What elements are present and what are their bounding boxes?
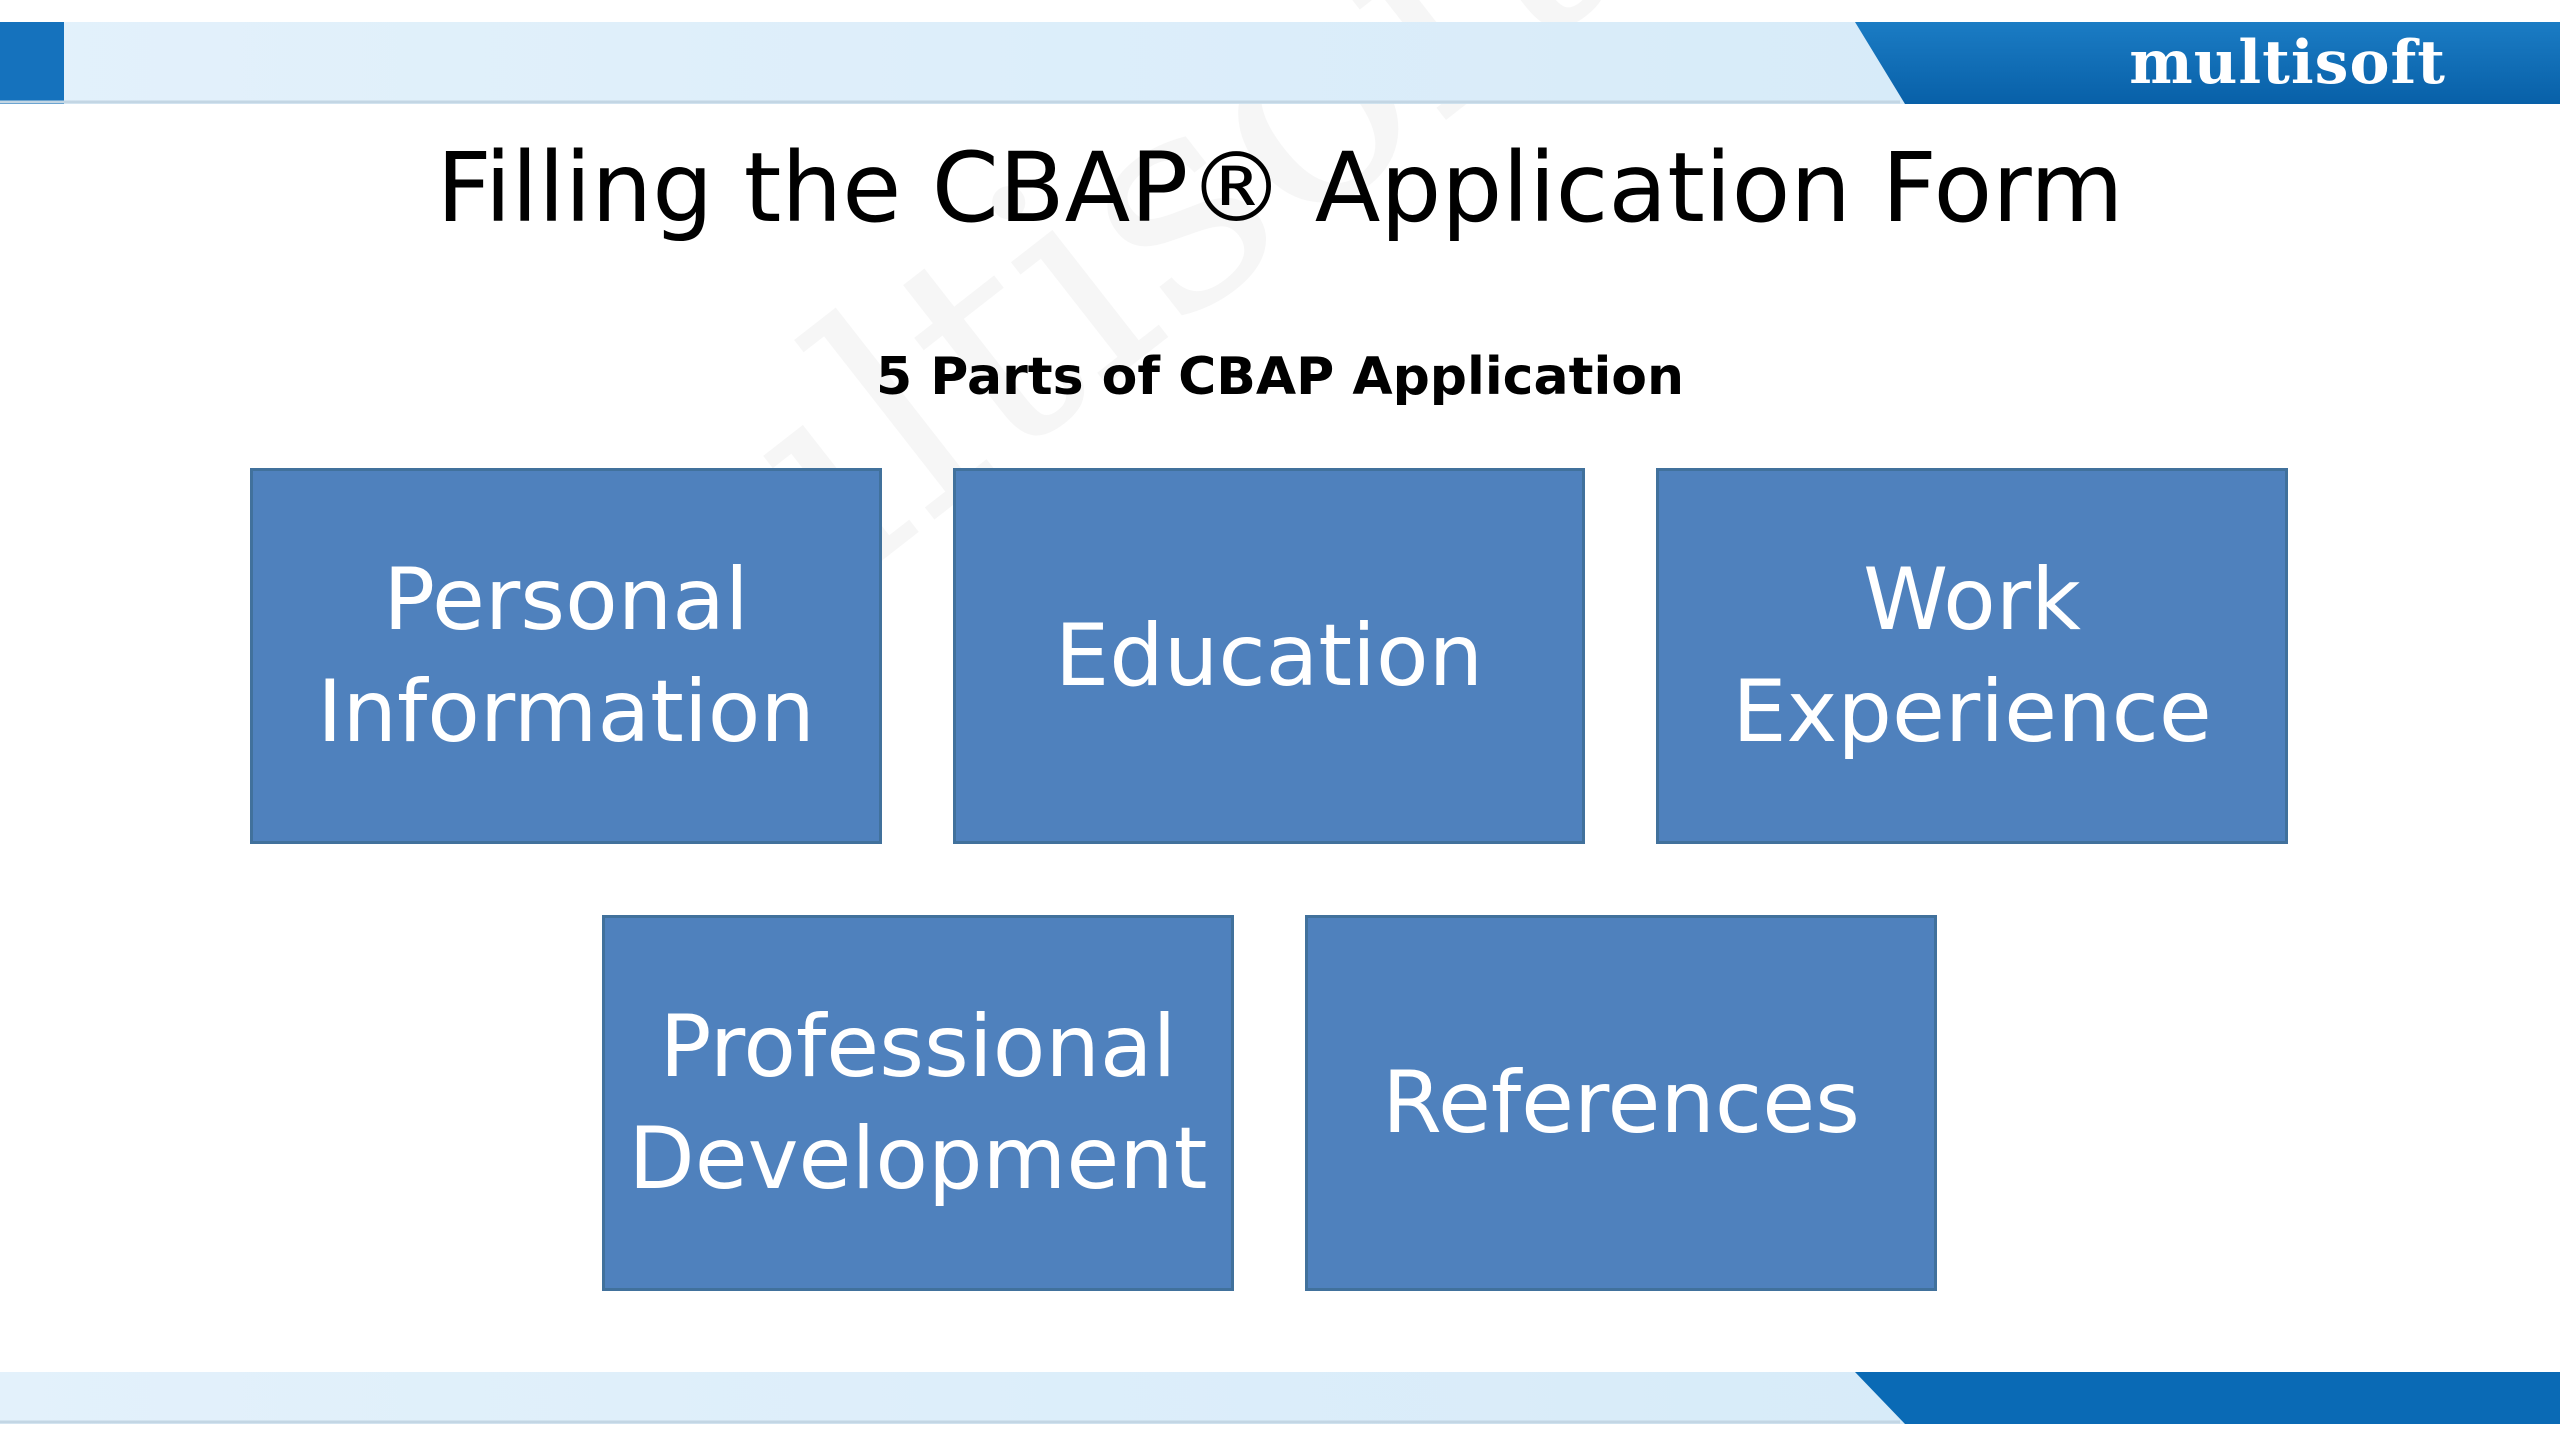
- part-label: Personal Information: [317, 550, 815, 762]
- footer-band: [0, 1372, 2560, 1424]
- header-band: [0, 22, 2560, 104]
- part-box-professional-development: Professional Development: [602, 915, 1234, 1291]
- header-band-graphic: [0, 22, 2560, 104]
- diagram-subtitle: 5 Parts of CBAP Application: [875, 347, 1685, 407]
- footer-band-graphic: [0, 1372, 2560, 1424]
- part-box-education: Education: [953, 468, 1585, 844]
- part-box-personal-information: Personal Information: [250, 468, 882, 844]
- part-label: Education: [1054, 606, 1484, 706]
- part-label: Professional Development: [628, 997, 1208, 1209]
- page-title: Filling the CBAP® Application Form: [436, 132, 2124, 244]
- part-label: Work Experience: [1732, 550, 2212, 762]
- part-label: References: [1382, 1053, 1860, 1153]
- part-box-references: References: [1305, 915, 1937, 1291]
- multisoft-logo: multisoft: [2129, 28, 2446, 98]
- part-box-work-experience: Work Experience: [1656, 468, 2288, 844]
